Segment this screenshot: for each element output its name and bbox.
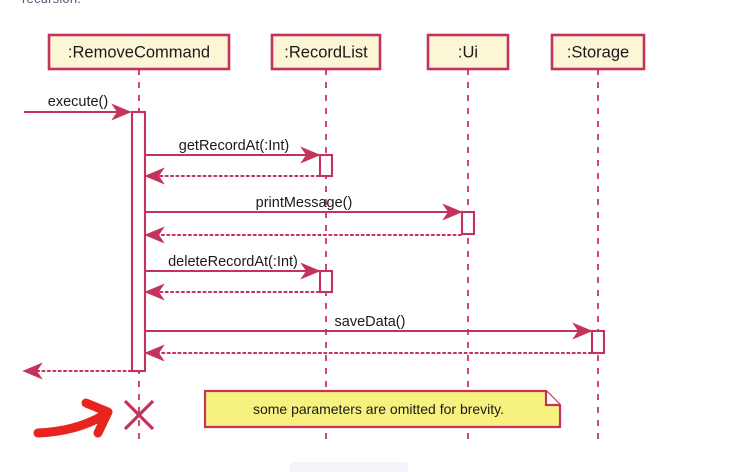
message-label-getRecordAt: getRecordAt(:Int)	[179, 138, 289, 154]
destruction-marker	[123, 399, 155, 431]
removecommand-activation	[130, 110, 147, 373]
recordlist-activation-2	[318, 269, 334, 294]
brevity-note: some parameters are omitted for brevity.	[203, 389, 562, 429]
participant-label-recordlist: :RecordList	[284, 43, 368, 61]
clipped-bottom-element	[290, 462, 408, 472]
note-text: some parameters are omitted for brevity.	[253, 401, 504, 417]
participant-label-storage: :Storage	[567, 43, 629, 61]
message-label-execute: execute()	[48, 94, 108, 110]
storage-activation-1	[590, 329, 606, 355]
participant-label-ui: :Ui	[458, 43, 478, 61]
participant-box-recordlist[interactable]	[270, 33, 382, 71]
clipped-top-text: recursion.	[22, 0, 81, 6]
participant-label-removecommand: :RemoveCommand	[68, 43, 210, 61]
destruction-cross-stroke-b	[123, 399, 155, 431]
messages-group: execute() getRecordAt(:Int) printMessage()…	[22, 94, 593, 380]
participant-box-storage[interactable]	[550, 33, 646, 71]
activations-group	[130, 110, 606, 373]
message-label-saveData: saveData()	[335, 314, 406, 330]
ui-activation-1	[460, 210, 476, 236]
red-pointer-arrow	[33, 398, 113, 438]
message-label-printMessage: printMessage()	[256, 195, 353, 211]
recordlist-activation-1	[318, 153, 334, 178]
participants-group: :RemoveCommand :RecordList :Ui :Storage	[47, 33, 646, 71]
participant-box-ui[interactable]	[426, 33, 510, 71]
participant-box-removecommand[interactable]	[47, 33, 231, 71]
message-label-deleteRecordAt: deleteRecordAt(:Int)	[168, 254, 298, 270]
